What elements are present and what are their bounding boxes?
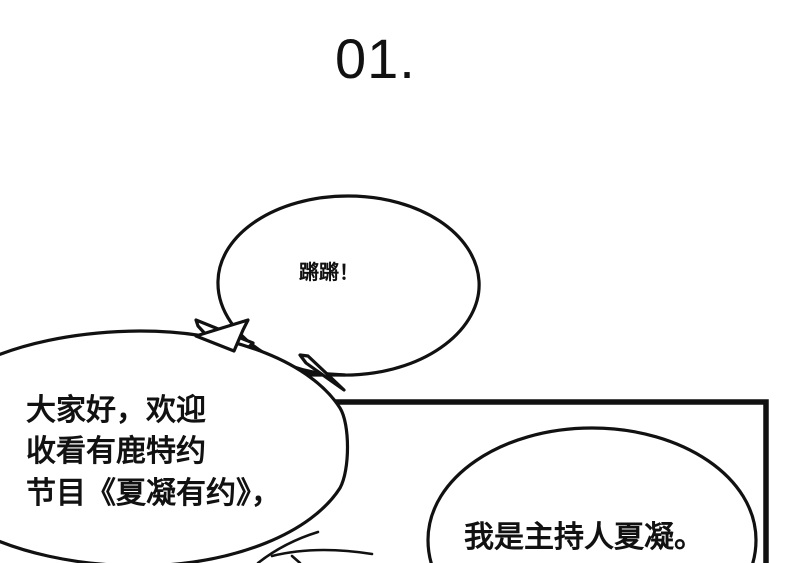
speech-bubble-left-text: 大家好，欢迎收看有鹿特约节目《夏凝有约》， — [26, 390, 281, 514]
chapter-number: 01. — [335, 27, 416, 90]
character-line-fragments — [256, 530, 374, 563]
panel-frame-lower-right — [330, 399, 769, 563]
speech-bubble-lower-right-text: 我是主持人夏凝。 — [464, 520, 704, 555]
bubble-left-line-1: 大家好，欢迎 — [26, 393, 206, 428]
speech-bubble-left — [0, 329, 350, 563]
bubble-left-line-2: 收看有鹿特约 — [26, 434, 206, 470]
speech-bubble-left-tail-right — [298, 353, 346, 392]
bubble-left-line-3: 节目《夏凝有约》， — [26, 475, 281, 511]
speech-bubble-lower-right — [426, 426, 758, 563]
speech-bubble-left-tail-upper — [194, 318, 250, 353]
speech-bubble-upper-text: 蹡蹡！ — [299, 260, 359, 284]
